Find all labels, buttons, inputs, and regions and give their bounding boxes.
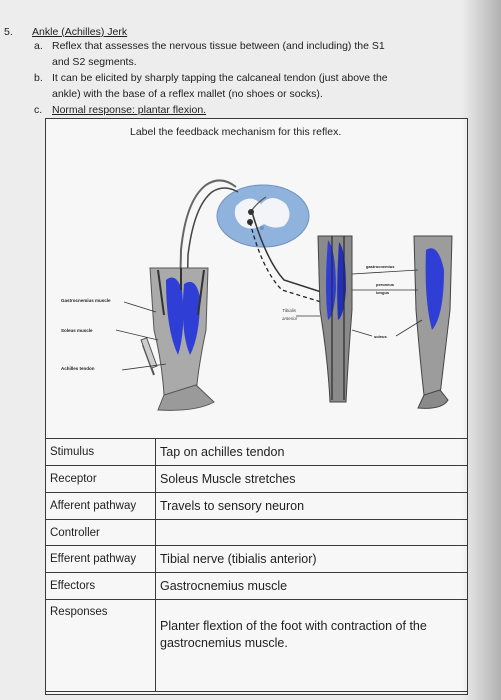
label-soleus-right: soleus: [374, 334, 387, 339]
item-b-marker: b.: [34, 72, 43, 84]
table-row: Controller: [45, 519, 468, 546]
label-soleus: Soleus muscle: [61, 328, 93, 333]
spinal-cord-diagram: [216, 184, 310, 248]
row-value-receptor[interactable]: Soleus Muscle stretches: [155, 465, 468, 493]
row-value-controller[interactable]: [155, 519, 468, 546]
row-key-efferent: Efferent pathway: [45, 545, 156, 573]
figure-instruction: Label the feedback mechanism for this re…: [130, 126, 342, 138]
row-key-controller: Controller: [45, 519, 156, 546]
item-a-marker: a.: [34, 40, 43, 52]
feedback-table: Stimulus Tap on achilles tendon Receptor…: [45, 438, 468, 692]
item-b-line-2: ankle) with the base of a reflex mallet …: [52, 88, 323, 100]
table-row: Efferent pathway Tibial nerve (tibialis …: [45, 545, 468, 573]
afferent-nerve-path: [165, 179, 237, 376]
item-c-marker: c.: [34, 104, 43, 116]
label-gastrocnemius: Gastrocnemius muscle: [61, 298, 111, 303]
label-tibialis-2: anterior: [282, 316, 298, 321]
row-key-receptor: Receptor: [45, 465, 156, 493]
section-heading: 5. Ankle (Achilles) Jerk: [4, 26, 127, 38]
motor-nerve-path-2: [249, 221, 332, 306]
label-tibialis-1: Tibialis: [282, 308, 297, 313]
label-gastrocnemius-right: gastrocnemius: [366, 264, 395, 269]
row-key-afferent: Afferent pathway: [45, 492, 156, 520]
label-peroneus-2: longus: [376, 290, 390, 295]
item-b-line-1: It can be elicited by sharply tapping th…: [52, 72, 388, 84]
item-a-line-2: and S2 segments.: [52, 56, 137, 68]
reflex-figure: Gastrocnemius muscle Soleus muscle Achil…: [61, 179, 453, 411]
table-row: Afferent pathway Travels to sensory neur…: [45, 492, 468, 520]
center-leg-illustration: [317, 235, 353, 403]
row-value-responses[interactable]: Planter flextion of the foot with contra…: [155, 599, 468, 692]
motor-nerve-path: [251, 211, 347, 301]
label-achilles-tendon: Achilles tendon: [61, 366, 95, 371]
section-title: Ankle (Achilles) Jerk: [32, 26, 128, 38]
label-peroneus-1: peroneus: [376, 282, 395, 287]
item-a-line-1: Reflex that assesses the nervous tissue …: [52, 40, 385, 52]
row-key-responses: Responses: [45, 599, 156, 692]
table-row: Stimulus Tap on achilles tendon: [45, 438, 468, 466]
photo-edge-shadow: [461, 0, 501, 700]
table-row: Effectors Gastrocnemius muscle: [45, 572, 468, 600]
row-key-stimulus: Stimulus: [45, 438, 156, 466]
row-value-afferent[interactable]: Travels to sensory neuron: [155, 492, 468, 520]
item-c-line-1: Normal response: plantar flexion.: [52, 104, 207, 116]
row-value-stimulus[interactable]: Tap on achilles tendon: [155, 438, 468, 466]
efferent-nerve-path: [173, 187, 239, 381]
row-value-effectors[interactable]: Gastrocnemius muscle: [155, 572, 468, 600]
table-row: Responses Planter flextion of the foot w…: [45, 599, 468, 692]
row-value-efferent[interactable]: Tibial nerve (tibialis anterior): [155, 545, 468, 573]
table-row: Receptor Soleus Muscle stretches: [45, 465, 468, 493]
right-leg-illustration: [413, 235, 453, 409]
section-number: 5.: [4, 26, 13, 38]
row-key-effectors: Effectors: [45, 572, 156, 600]
left-leg-illustration: [140, 267, 215, 411]
